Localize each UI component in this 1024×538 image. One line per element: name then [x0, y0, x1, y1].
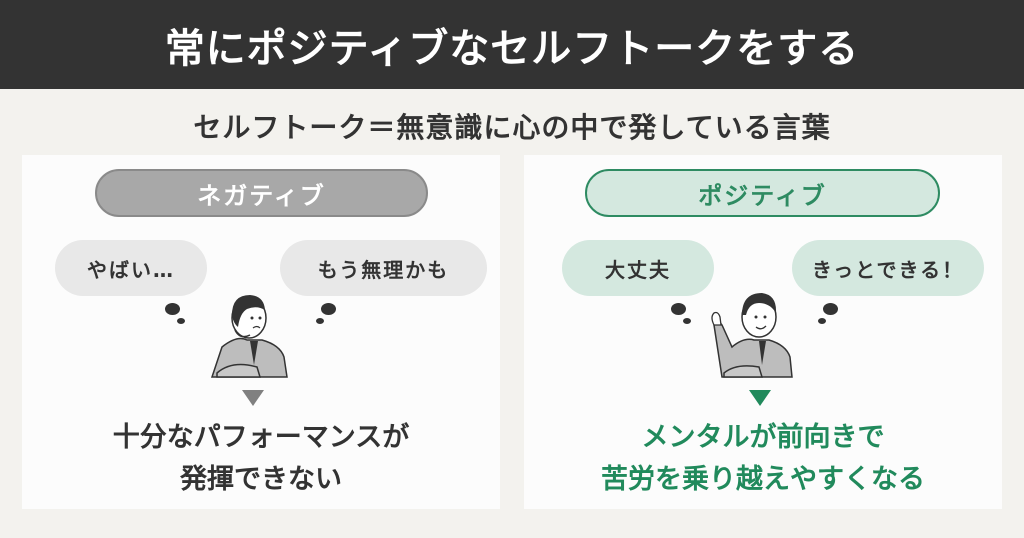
thought-bubble: きっとできる！	[792, 240, 984, 296]
thought-dot-icon	[823, 303, 838, 315]
thought-dot-icon	[321, 303, 336, 315]
arrow-down-icon	[242, 390, 264, 406]
positive-label: ポジティブ	[585, 169, 940, 217]
result-line: 苦労を乗り越えやすくなる	[601, 464, 925, 495]
page-title: 常にポジティブなセルフトークをする	[164, 25, 860, 72]
positive-panel: ポジティブ 大丈夫 きっとできる！ メンタルが前向きで 苦労を乗り越えやすくなる	[524, 155, 1002, 509]
thought-dot-icon	[683, 318, 691, 324]
subtitle: セルフトーク＝無意識に心の中で発している言葉	[193, 111, 831, 144]
thought-dot-icon	[671, 303, 686, 315]
worried-businessman-icon	[210, 295, 288, 378]
thought-dot-icon	[316, 318, 324, 324]
thought-bubble: やばい…	[55, 240, 207, 296]
thought-bubble: 大丈夫	[562, 240, 714, 296]
result-line: 発揮できない	[180, 464, 342, 495]
negative-label: ネガティブ	[95, 169, 428, 217]
result-line: メンタルが前向きで	[641, 422, 885, 453]
negative-result: 十分なパフォーマンスが 発揮できない	[22, 417, 500, 501]
confident-businessman-icon	[711, 293, 793, 378]
result-line: 十分なパフォーマンスが	[112, 422, 410, 453]
thought-dot-icon	[177, 318, 185, 324]
thought-dot-icon	[165, 303, 180, 315]
thought-bubble: もう無理かも	[280, 240, 487, 296]
thought-dot-icon	[818, 318, 826, 324]
negative-panel: ネガティブ やばい… もう無理かも 十分なパフォーマンスが 発揮できない	[22, 155, 500, 509]
header-banner: 常にポジティブなセルフトークをする	[0, 0, 1024, 89]
arrow-down-icon	[749, 390, 771, 406]
positive-result: メンタルが前向きで 苦労を乗り越えやすくなる	[524, 417, 1002, 501]
